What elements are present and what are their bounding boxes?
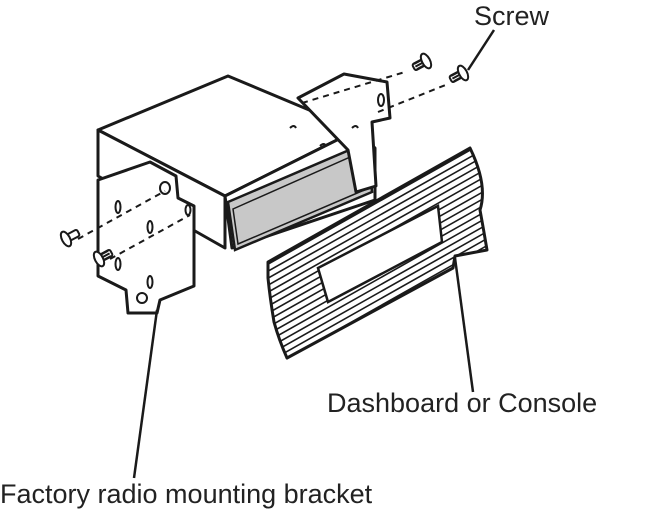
hatch-line [268, 148, 487, 295]
screw-label: Screw [474, 1, 550, 31]
bracket-label: Factory radio mounting bracket [0, 479, 373, 509]
screw-guide-lines [77, 71, 449, 260]
right-bracket [289, 72, 392, 194]
hatch-line [268, 149, 487, 309]
hatch-line [268, 198, 487, 358]
hatch-line [268, 148, 487, 302]
hatch-line [268, 205, 487, 358]
screw-icon [59, 52, 470, 268]
hatch-line [268, 148, 487, 288]
hatch-line [268, 212, 487, 358]
hatch-line [268, 219, 487, 358]
factory-bracket [96, 160, 196, 315]
leader-lines [132, 29, 496, 479]
dashboard-opening [316, 204, 444, 304]
dashboard-label: Dashboard or Console [327, 388, 598, 418]
